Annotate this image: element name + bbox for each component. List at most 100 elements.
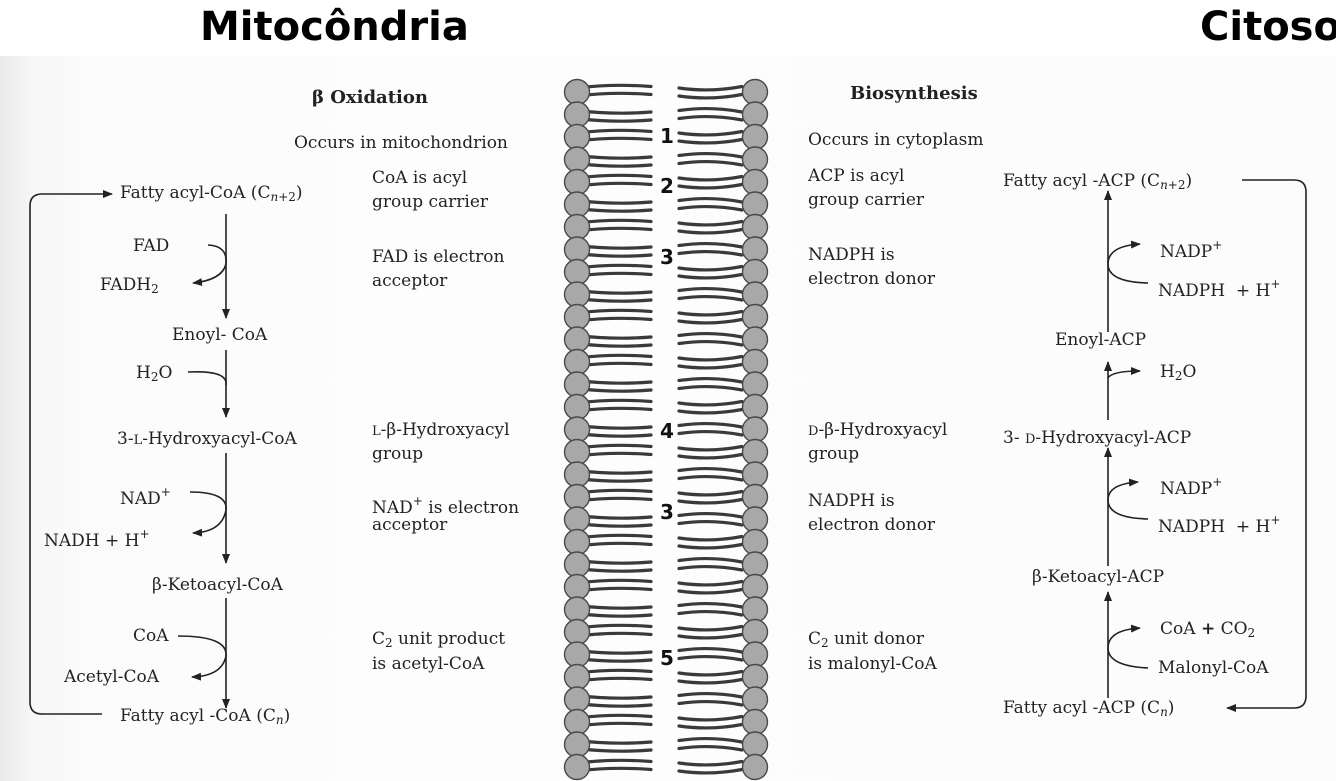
- left-feature-3a: FAD is electron: [372, 247, 504, 267]
- lipid-head: [743, 350, 768, 375]
- lipid-tail: [679, 500, 742, 503]
- lipid-head: [565, 552, 590, 577]
- fad-label: FAD: [133, 236, 169, 256]
- lipid-tail: [679, 567, 742, 570]
- lipid-head: [565, 575, 590, 600]
- lipid-head: [565, 507, 590, 532]
- water-label-left: H2O: [136, 363, 172, 387]
- lipid-tail: [679, 132, 742, 135]
- lipid-head: [565, 755, 590, 780]
- lipid-tail: [679, 275, 742, 278]
- lipid-tail: [679, 514, 742, 517]
- beta-oxidation-title: β Oxidation: [312, 88, 428, 108]
- lipid-tail: [679, 604, 742, 607]
- lipid-head: [743, 147, 768, 172]
- lipid-tail: [679, 657, 742, 660]
- right-feature-2a: ACP is acyl: [808, 166, 904, 186]
- lipid-head: [565, 125, 590, 150]
- lipid-head: [743, 507, 768, 532]
- nadp-label-1: NADP+: [1160, 235, 1222, 262]
- lipid-tail: [679, 289, 742, 292]
- lipid-tail: [679, 297, 742, 300]
- lipid-head: [743, 485, 768, 510]
- lipid-tail: [679, 582, 742, 585]
- lipid-head: [743, 462, 768, 487]
- acetyl-coa-label: Acetyl-CoA: [64, 667, 159, 687]
- lipid-tail: [679, 365, 742, 368]
- left-feature-1: Occurs in mitochondrion: [294, 133, 508, 153]
- lipid-tail: [679, 492, 742, 495]
- enoyl-coa-label: Enoyl- CoA: [172, 325, 267, 345]
- right-feature-5a: NADPH is: [808, 491, 895, 511]
- lipid-head: [743, 710, 768, 735]
- lipid-tail: [679, 537, 742, 540]
- lipid-tail: [679, 402, 742, 405]
- left-feature-5a: NAD+ is electron: [372, 491, 519, 518]
- beta-oxidation-cycle-arrow: [30, 194, 112, 714]
- lipid-tail: [679, 185, 742, 188]
- coa-label: CoA: [133, 626, 169, 646]
- lipid-head: [743, 395, 768, 420]
- lipid-tail: [679, 379, 742, 382]
- membrane-number-3b: 3: [658, 500, 676, 524]
- lipid-head: [565, 530, 590, 555]
- lipid-tail: [679, 635, 742, 638]
- fad-cofactor-arrow: [193, 245, 226, 283]
- lipid-head: [565, 80, 590, 105]
- lipid-tail: [679, 770, 742, 773]
- nadp-label-2: NADP+: [1160, 472, 1222, 499]
- left-feature-2b: group carrier: [372, 192, 488, 212]
- lipid-head: [743, 755, 768, 780]
- lipid-head: [565, 282, 590, 307]
- left-feature-6b: is acetyl-CoA: [372, 654, 484, 674]
- lipid-tail: [679, 357, 742, 360]
- lipid-tail: [679, 230, 742, 233]
- nadh-label: NADH + H+: [44, 524, 150, 551]
- lipid-head: [565, 147, 590, 172]
- lipid-tail: [679, 455, 742, 458]
- coa-cofactor-arrow: [178, 636, 226, 677]
- lipid-head: [743, 260, 768, 285]
- lipid-tail: [679, 432, 742, 435]
- fadh2-label: FADH2: [100, 275, 159, 299]
- lipid-head: [565, 215, 590, 240]
- lipid-head: [565, 102, 590, 127]
- left-feature-3b: acceptor: [372, 271, 447, 291]
- lipid-head: [565, 327, 590, 352]
- lipid-head: [565, 305, 590, 330]
- nadph-label-2: NADPH + H+: [1158, 510, 1280, 537]
- membrane-number-5: 5: [658, 646, 676, 670]
- right-feature-6b: is malonyl-CoA: [808, 654, 937, 674]
- lipid-tail: [679, 649, 742, 652]
- fatty-acyl-acp-cn: Fatty acyl -ACP (Cn): [1003, 698, 1174, 722]
- right-feature-3a: NADPH is: [808, 245, 895, 265]
- lipid-tail: [679, 702, 742, 705]
- lipid-tail: [679, 447, 742, 450]
- lipid-tail: [679, 694, 742, 697]
- lipid-tail: [679, 140, 742, 143]
- water-cofactor-arrow: [188, 372, 226, 385]
- lipid-tail: [679, 320, 742, 323]
- malonyl-coa-arrow: [1108, 628, 1148, 668]
- lipid-head: [743, 687, 768, 712]
- lipid-head: [565, 710, 590, 735]
- lipid-tail: [679, 177, 742, 180]
- lipid-tail: [679, 545, 742, 548]
- lipid-tail: [679, 199, 742, 202]
- lipid-head: [743, 642, 768, 667]
- lipid-tail: [679, 739, 742, 742]
- lipid-head: [565, 440, 590, 465]
- membrane-number-4: 4: [658, 419, 676, 443]
- lipid-head: [743, 305, 768, 330]
- hydroxyacyl-coa-label: 3-L-Hydroxyacyl-CoA: [117, 429, 297, 451]
- lipid-head: [565, 732, 590, 757]
- lipid-head: [743, 237, 768, 262]
- lipid-head: [565, 665, 590, 690]
- lipid-tail: [679, 672, 742, 675]
- lipid-head: [565, 192, 590, 217]
- lipid-tail: [679, 222, 742, 225]
- lipid-head: [565, 485, 590, 510]
- lipid-head: [565, 372, 590, 397]
- lipid-tail: [679, 680, 742, 683]
